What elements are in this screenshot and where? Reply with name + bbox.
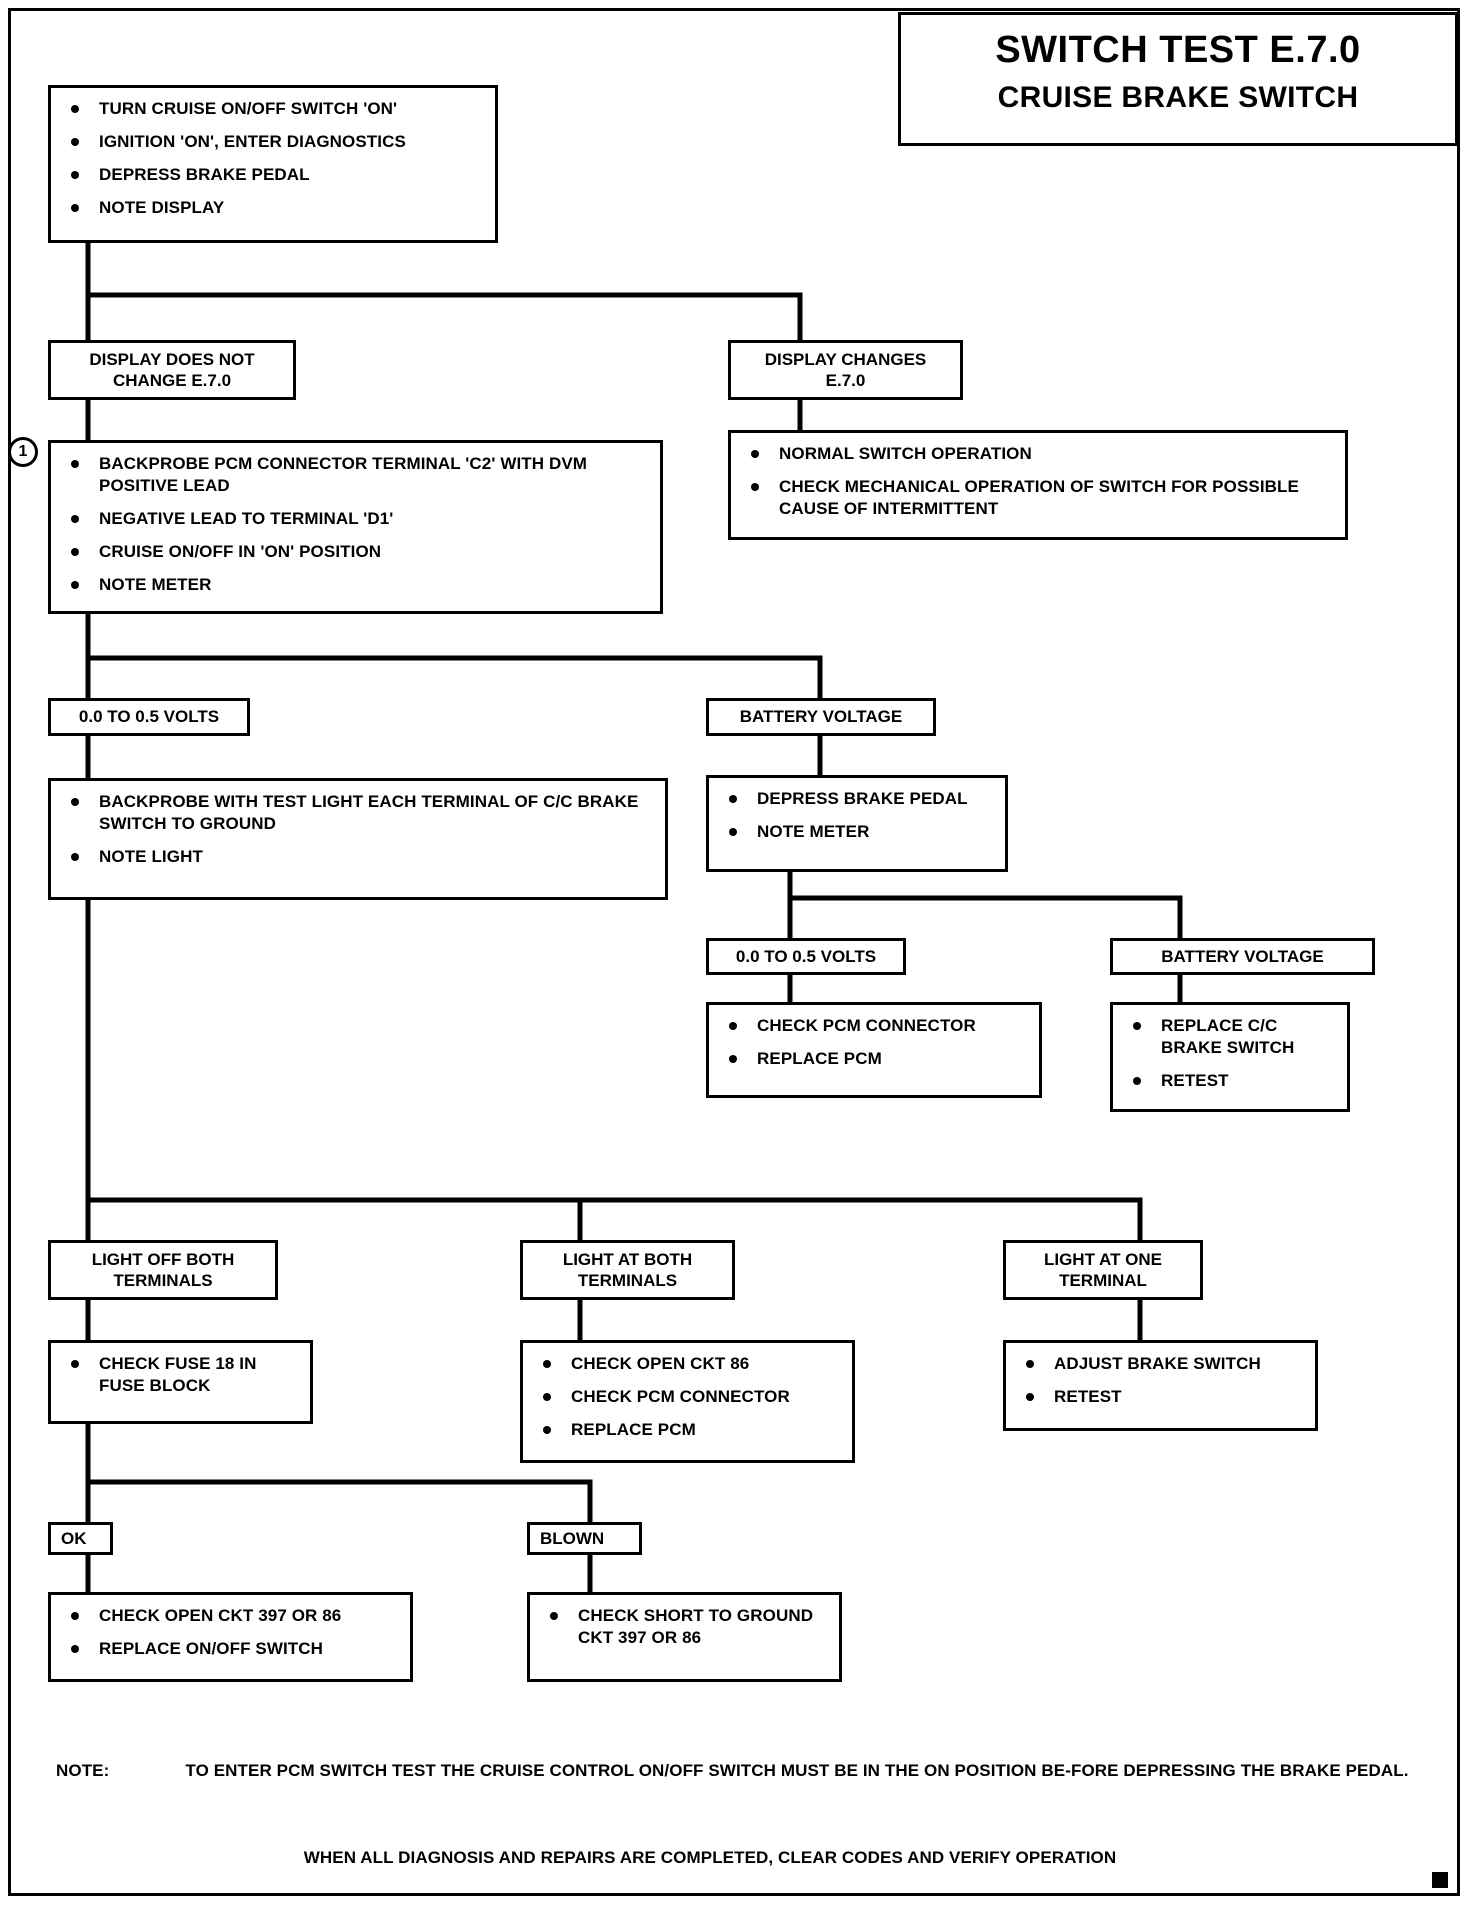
node-light-at-both-terminals: LIGHT AT BOTH TERMINALS xyxy=(520,1240,735,1300)
list-item: CRUISE ON/OFF IN 'ON' POSITION xyxy=(57,541,650,563)
list-item: IGNITION 'ON', ENTER DIAGNOSTICS xyxy=(57,131,485,153)
list-item: CHECK OPEN CKT 86 xyxy=(529,1353,842,1375)
page-title: SWITCH TEST E.7.0 xyxy=(995,29,1361,71)
node-backprobe-pcm-connector: BACKPROBE PCM CONNECTOR TERMINAL 'C2' WI… xyxy=(48,440,663,614)
list-item: NORMAL SWITCH OPERATION xyxy=(737,443,1335,465)
node-label: BATTERY VOLTAGE xyxy=(1161,946,1324,966)
node-display-changes: DISPLAY CHANGES E.7.0 xyxy=(728,340,963,400)
node-line-1: LIGHT AT BOTH xyxy=(562,1249,693,1269)
list-item: DEPRESS BRAKE PEDAL xyxy=(57,164,485,186)
node-line-2: TERMINALS xyxy=(113,1271,213,1290)
list-item: CHECK MECHANICAL OPERATION OF SWITCH FOR… xyxy=(737,476,1335,520)
node-label: 0.0 TO 0.5 VOLTS xyxy=(78,707,220,727)
node-label: BATTERY VOLTAGE xyxy=(739,707,903,727)
footer-note-text: TO ENTER PCM SWITCH TEST THE CRUISE CONT… xyxy=(185,1761,1409,1780)
node-line-2: CHANGE E.7.0 xyxy=(112,371,232,390)
list-item: REPLACE PCM xyxy=(715,1048,1029,1070)
node-check-pcm-connector-replace: CHECK PCM CONNECTOR REPLACE PCM xyxy=(706,1002,1042,1098)
list-item: NOTE METER xyxy=(715,821,995,843)
list-item: RETEST xyxy=(1119,1070,1337,1092)
node-depress-brake-pedal: DEPRESS BRAKE PEDAL NOTE METER xyxy=(706,775,1008,872)
footer-note: NOTE: TO ENTER PCM SWITCH TEST THE CRUIS… xyxy=(56,1760,1416,1783)
list-item: CHECK PCM CONNECTOR xyxy=(715,1015,1029,1037)
node-label: 0.0 TO 0.5 VOLTS xyxy=(735,946,877,966)
node-check-open-ckt-397: CHECK OPEN CKT 397 OR 86 REPLACE ON/OFF … xyxy=(48,1592,413,1682)
node-check-short-to-ground: CHECK SHORT TO GROUND CKT 397 OR 86 xyxy=(527,1592,842,1682)
list-item: NEGATIVE LEAD TO TERMINAL 'D1' xyxy=(57,508,650,530)
node-volts-low-left: 0.0 TO 0.5 VOLTS xyxy=(48,698,250,736)
list-item: BACKPROBE WITH TEST LIGHT EACH TERMINAL … xyxy=(57,791,655,835)
list-item: ADJUST BRAKE SWITCH xyxy=(1012,1353,1305,1375)
node-battery-voltage-right: BATTERY VOLTAGE xyxy=(1110,938,1375,975)
node-line-2: E.7.0 xyxy=(825,371,866,390)
footer-note-label: NOTE: xyxy=(56,1761,110,1780)
node-line-1: LIGHT OFF BOTH xyxy=(91,1249,235,1269)
corner-registration-mark xyxy=(1432,1872,1448,1888)
node-adjust-brake-switch: ADJUST BRAKE SWITCH RETEST xyxy=(1003,1340,1318,1431)
list-item: CHECK PCM CONNECTOR xyxy=(529,1386,842,1408)
title-block: SWITCH TEST E.7.0 CRUISE BRAKE SWITCH xyxy=(898,12,1458,146)
list-item: DEPRESS BRAKE PEDAL xyxy=(715,788,995,810)
list-item: RETEST xyxy=(1012,1386,1305,1408)
node-label: OK xyxy=(61,1528,87,1548)
node-display-does-not-change: DISPLAY DOES NOT CHANGE E.7.0 xyxy=(48,340,296,400)
node-backprobe-test-light: BACKPROBE WITH TEST LIGHT EACH TERMINAL … xyxy=(48,778,668,900)
list-item: REPLACE C/C BRAKE SWITCH xyxy=(1119,1015,1337,1059)
node-normal-switch-operation: NORMAL SWITCH OPERATION CHECK MECHANICAL… xyxy=(728,430,1348,540)
list-item: TURN CRUISE ON/OFF SWITCH 'ON' xyxy=(57,98,485,120)
node-volts-low-mid: 0.0 TO 0.5 VOLTS xyxy=(706,938,906,975)
list-item: NOTE LIGHT xyxy=(57,846,655,868)
list-item: REPLACE PCM xyxy=(529,1419,842,1441)
list-item: NOTE DISPLAY xyxy=(57,197,485,219)
node-line-2: TERMINALS xyxy=(577,1271,678,1290)
list-item: BACKPROBE PCM CONNECTOR TERMINAL 'C2' WI… xyxy=(57,453,650,497)
node-start-instructions: TURN CRUISE ON/OFF SWITCH 'ON' IGNITION … xyxy=(48,85,498,243)
list-item: CHECK SHORT TO GROUND CKT 397 OR 86 xyxy=(536,1605,829,1649)
reference-marker-label: 1 xyxy=(18,443,28,460)
list-item: CHECK FUSE 18 IN FUSE BLOCK xyxy=(57,1353,300,1397)
node-label: BLOWN xyxy=(540,1528,605,1548)
list-item: CHECK OPEN CKT 397 OR 86 xyxy=(57,1605,400,1627)
node-fuse-ok: OK xyxy=(48,1522,113,1555)
node-check-fuse-18: CHECK FUSE 18 IN FUSE BLOCK xyxy=(48,1340,313,1424)
list-item: NOTE METER xyxy=(57,574,650,596)
node-line-1: DISPLAY CHANGES xyxy=(764,349,927,369)
node-fuse-blown: BLOWN xyxy=(527,1522,642,1555)
footer-closing-line: WHEN ALL DIAGNOSIS AND REPAIRS ARE COMPL… xyxy=(303,1848,1117,1867)
page-subtitle: CRUISE BRAKE SWITCH xyxy=(997,81,1359,114)
node-line-1: DISPLAY DOES NOT xyxy=(89,349,255,369)
node-replace-cc-brake-switch: REPLACE C/C BRAKE SWITCH RETEST xyxy=(1110,1002,1350,1112)
node-light-at-one-terminal: LIGHT AT ONE TERMINAL xyxy=(1003,1240,1203,1300)
node-battery-voltage-mid: BATTERY VOLTAGE xyxy=(706,698,936,736)
node-line-1: LIGHT AT ONE xyxy=(1043,1249,1163,1269)
node-light-off-both-terminals: LIGHT OFF BOTH TERMINALS xyxy=(48,1240,278,1300)
list-item: REPLACE ON/OFF SWITCH xyxy=(57,1638,400,1660)
node-line-2: TERMINAL xyxy=(1059,1271,1147,1290)
reference-marker-1: 1 xyxy=(8,437,38,467)
node-check-open-ckt-86: CHECK OPEN CKT 86 CHECK PCM CONNECTOR RE… xyxy=(520,1340,855,1463)
